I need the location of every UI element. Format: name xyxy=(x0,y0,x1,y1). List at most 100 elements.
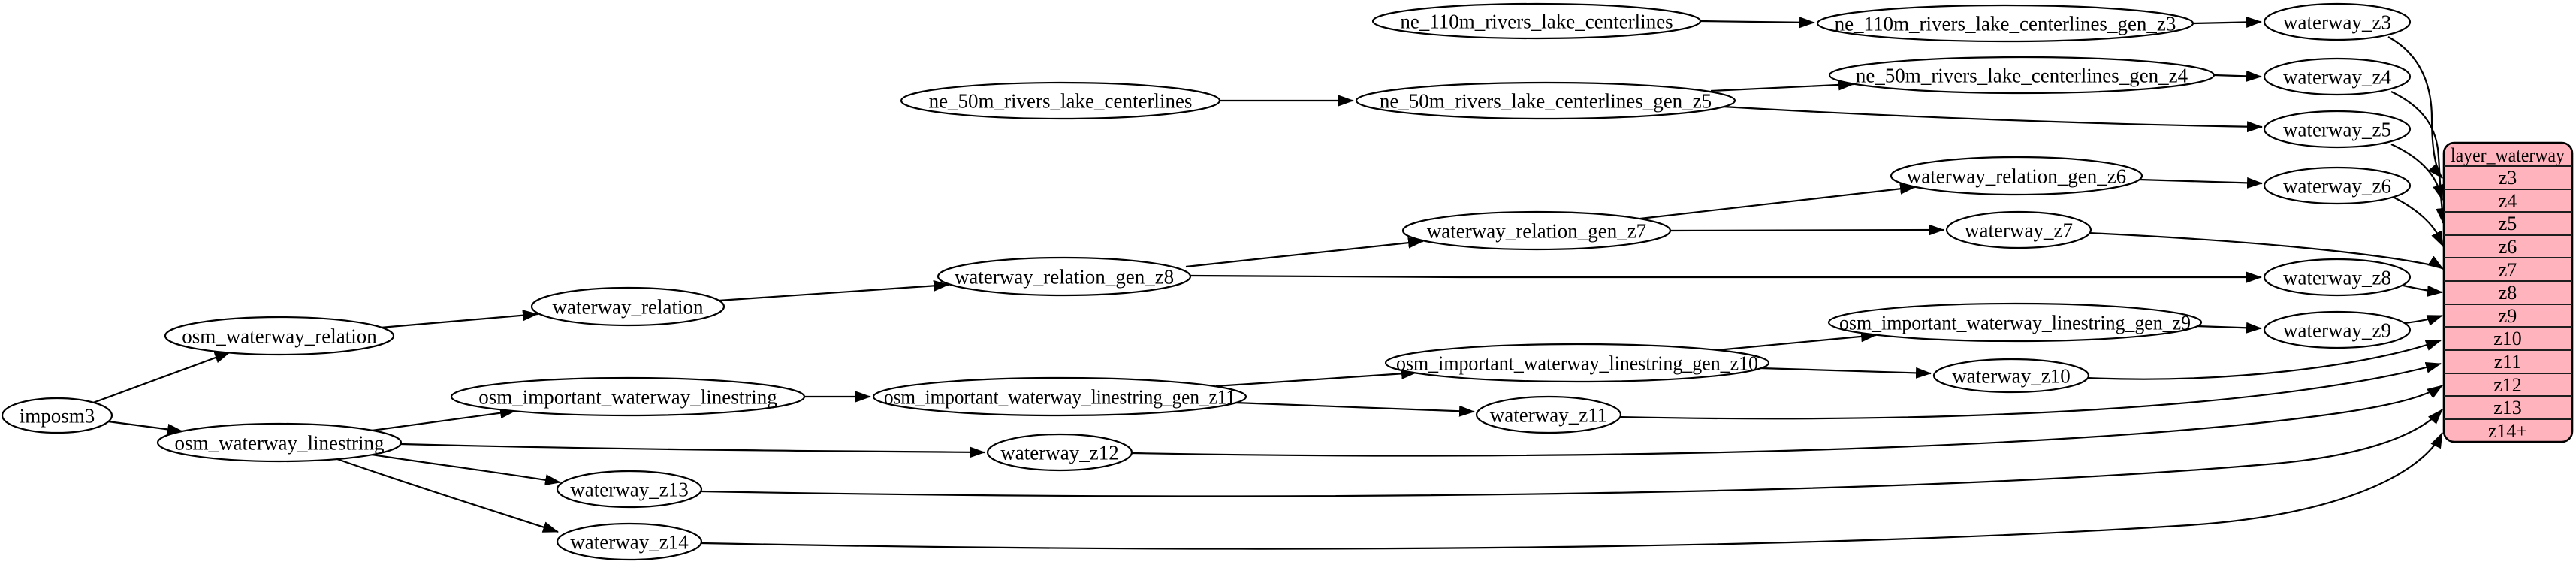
edge-waterway_z6-to-row-z6 xyxy=(2392,196,2444,247)
node-label: waterway_z7 xyxy=(1965,219,2073,241)
edge-waterway_z13-to-row-z13 xyxy=(701,409,2443,497)
node-waterway_z6: waterway_z6 xyxy=(2263,166,2412,205)
node-waterway_relation: waterway_relation xyxy=(530,286,725,327)
edge-waterway_z8-to-row-z8 xyxy=(2403,284,2443,297)
edge-gen_z11-to-gen_z10 xyxy=(1215,367,1417,388)
edge-gen_z11-to-waterway_z11 xyxy=(1234,401,1475,417)
record-row-z14: z14+ xyxy=(2488,420,2527,442)
edge-gen_z9-to-waterway_z9 xyxy=(2196,322,2262,334)
edge-imposm3-to-osm_waterway_linestring xyxy=(107,420,183,435)
node-label: waterway_relation_gen_z7 xyxy=(1427,219,1646,242)
edge-waterway_z11-to-row-z11 xyxy=(1619,361,2442,420)
edge-waterway_z7-to-row-z7 xyxy=(2088,231,2444,270)
edge-osm_waterway_linestring-to-waterway_z14 xyxy=(336,458,559,533)
edge-waterway_relation_gen_z8-to-waterway_relation_gen_z7 xyxy=(1185,237,1424,268)
node-label: waterway_z12 xyxy=(1000,441,1118,464)
node-label: waterway_z10 xyxy=(1952,364,2070,387)
node-waterway_z5: waterway_z5 xyxy=(2263,110,2412,149)
edge-waterway_relation_gen_z7-to-waterway_relation_gen_z6 xyxy=(1639,183,1916,220)
node-label: ne_110m_rivers_lake_centerlines xyxy=(1400,10,1673,32)
node-label: waterway_z8 xyxy=(2283,266,2391,289)
node-osm_important_waterway_linestring: osm_important_waterway_linestring xyxy=(450,376,806,417)
record-row-z7: z7 xyxy=(2499,259,2517,281)
node-label: waterway_z11 xyxy=(1490,403,1607,426)
node-osm_important_waterway_linestring_gen_z11: osm_important_waterway_linestring_gen_z1… xyxy=(872,376,1247,417)
node-waterway_z14: waterway_z14 xyxy=(556,522,703,561)
edge-ne_50m_gen_z5-to-ne_50m_gen_z4 xyxy=(1710,79,1854,92)
edge-gen_z10-to-gen_z9 xyxy=(1716,331,1877,352)
node-osm_waterway_relation: osm_waterway_relation xyxy=(164,316,395,356)
edge-imposm3-to-osm_waterway_relation xyxy=(92,351,231,404)
node-label: imposm3 xyxy=(20,404,95,427)
node-label: waterway_z9 xyxy=(2283,319,2391,341)
node-label: waterway_z13 xyxy=(570,478,688,500)
edge-waterway_relation_gen_z7-to-waterway_z7 xyxy=(1670,224,1944,236)
node-label: ne_110m_rivers_lake_centerlines_gen_z3 xyxy=(1835,12,2176,35)
record-row-z3: z3 xyxy=(2499,167,2517,189)
edge-ne_50m_gen_z4-to-waterway_z4 xyxy=(2213,70,2262,82)
node-label: osm_waterway_relation xyxy=(182,325,377,347)
edge-waterway_z5-to-row-z5 xyxy=(2390,143,2448,224)
node-waterway_z10: waterway_z10 xyxy=(1932,358,2090,394)
node-imposm3: imposm3 xyxy=(1,397,113,434)
node-label: waterway_z6 xyxy=(2283,174,2391,197)
edge-osm_waterway_relation-to-waterway_relation xyxy=(380,310,538,329)
edge-ne_110m-to-ne_110m_gen_z3 xyxy=(1700,17,1815,29)
edge-ne_50m_gen_z5-to-waterway_z5 xyxy=(1722,105,2263,133)
record-row-z9: z9 xyxy=(2499,305,2517,327)
node-label: waterway_relation_gen_z8 xyxy=(955,265,1174,288)
node-waterway_relation_gen_z8: waterway_relation_gen_z8 xyxy=(937,256,1192,297)
node-waterway_z7: waterway_z7 xyxy=(1945,210,2092,249)
node-waterway_z8: waterway_z8 xyxy=(2263,258,2412,297)
edge-waterway_z12-to-row-z12 xyxy=(1131,385,2443,457)
node-label: waterway_z14 xyxy=(570,530,689,553)
edge-osm_waterway_linestring-to-osm_important_waterway_linestring xyxy=(371,407,516,432)
node-label: waterway_z4 xyxy=(2283,65,2391,88)
edge-waterway_z4-to-row-z4 xyxy=(2390,91,2444,201)
node-waterway_z12: waterway_z12 xyxy=(986,433,1133,472)
node-ne_110m_rivers_lake_centerlines: ne_110m_rivers_lake_centerlines xyxy=(1371,2,1702,40)
node-label: ne_50m_rivers_lake_centerlines_gen_z5 xyxy=(1380,89,1712,112)
edge-waterway_z14-to-row-z14 xyxy=(701,432,2443,550)
node-label: osm_important_waterway_linestring_gen_z1… xyxy=(884,385,1235,408)
record-body xyxy=(2442,141,2574,443)
node-waterway_z4: waterway_z4 xyxy=(2263,57,2412,96)
record-row-z10: z10 xyxy=(2493,328,2522,349)
node-waterway_z9: waterway_z9 xyxy=(2263,310,2412,349)
edge-waterway_relation_gen_z6-to-waterway_z6 xyxy=(2139,177,2263,189)
edge-osm_waterway_linestring-to-waterway_z12 xyxy=(400,443,985,458)
edge-waterway_z3-to-row-z3 xyxy=(2387,36,2443,179)
node-osm_important_waterway_linestring_gen_z10: osm_important_waterway_linestring_gen_z1… xyxy=(1384,343,1770,383)
node-waterway_relation_gen_z7: waterway_relation_gen_z7 xyxy=(1401,210,1672,251)
record-row-z6: z6 xyxy=(2499,236,2517,258)
node-ne_50m_rivers_lake_centerlines_gen_z5: ne_50m_rivers_lake_centerlines_gen_z5 xyxy=(1355,81,1736,120)
node-label: osm_waterway_linestring xyxy=(175,431,385,454)
edge-ne_110m_gen_z3-to-waterway_z3 xyxy=(2192,16,2262,28)
edge-waterway_z9-to-row-z9 xyxy=(2404,314,2443,326)
node-label: waterway_z5 xyxy=(2283,118,2391,140)
node-label: osm_important_waterway_linestring_gen_z1… xyxy=(1396,352,1758,374)
node-ne_110m_rivers_lake_centerlines_gen_z3: ne_110m_rivers_lake_centerlines_gen_z3 xyxy=(1816,4,2194,43)
record-layer-waterway: layer_waterway z3 z4 z5 z6 z7 z8 z9 z10 … xyxy=(2442,141,2574,443)
node-waterway_z11: waterway_z11 xyxy=(1475,395,1622,434)
edge-layer xyxy=(92,16,2448,550)
record-row-z5: z5 xyxy=(2499,213,2517,234)
node-label: ne_50m_rivers_lake_centerlines xyxy=(929,89,1193,112)
node-osm_important_waterway_linestring_gen_z9: osm_important_waterway_linestring_gen_z9 xyxy=(1827,302,2203,343)
node-label: waterway_relation xyxy=(553,295,704,318)
edge-gen_z10-to-waterway_z10 xyxy=(1760,367,1932,379)
edge-osm_waterway_linestring-to-waterway_z13 xyxy=(371,453,561,486)
node-ne_50m_rivers_lake_centerlines: ne_50m_rivers_lake_centerlines xyxy=(900,81,1221,120)
node-waterway_relation_gen_z6: waterway_relation_gen_z6 xyxy=(1890,156,2143,196)
record-row-z12: z12 xyxy=(2493,374,2522,396)
node-waterway_z3: waterway_z3 xyxy=(2263,2,2412,41)
record-row-z13: z13 xyxy=(2493,397,2522,418)
record-row-z11: z11 xyxy=(2494,351,2522,373)
node-label: ne_50m_rivers_lake_centerlines_gen_z4 xyxy=(1856,64,2188,86)
record-row-z8: z8 xyxy=(2499,282,2517,304)
edge-waterway_relation-to-waterway_relation_gen_z8 xyxy=(718,279,949,302)
node-osm_waterway_linestring: osm_waterway_linestring xyxy=(156,422,403,463)
edge-waterway_z10-to-row-z10 xyxy=(2086,339,2442,380)
